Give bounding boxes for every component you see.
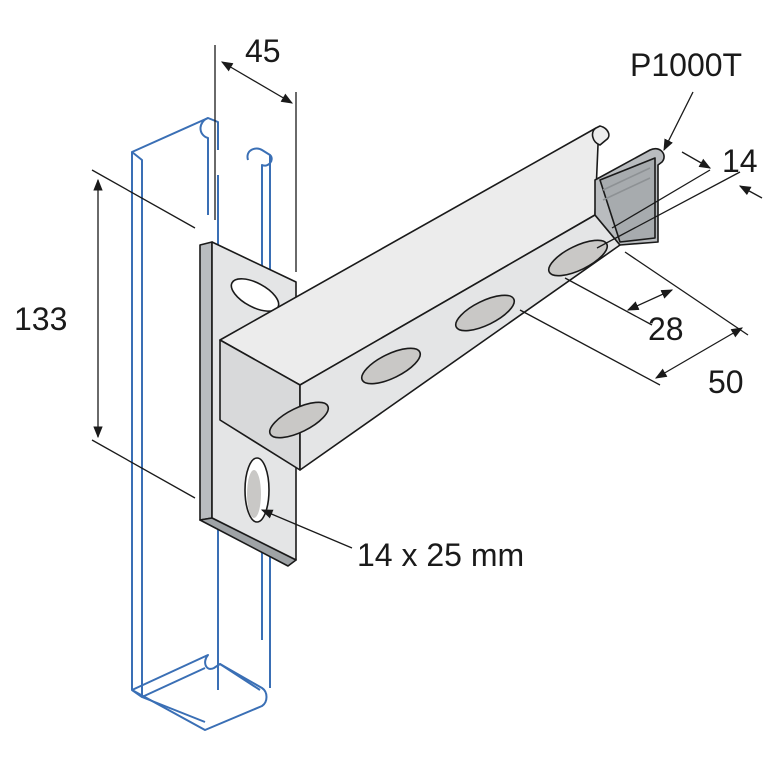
channel-back-outline bbox=[131, 151, 143, 698]
arm-slots bbox=[268, 239, 609, 439]
channel-bottom-profile bbox=[131, 654, 268, 731]
label-part-number: P1000T bbox=[630, 47, 742, 83]
arm-slot-1 bbox=[268, 401, 330, 439]
label-28: 28 bbox=[648, 311, 684, 347]
channel-bottom-inner bbox=[141, 663, 261, 723]
label-133: 133 bbox=[14, 301, 67, 337]
dim-14 bbox=[596, 151, 763, 249]
plate-bottom-edge bbox=[199, 517, 297, 567]
dim-45 bbox=[214, 45, 297, 272]
dim-50 bbox=[519, 251, 749, 386]
arm-end-lip bbox=[591, 125, 610, 146]
bracket-arm bbox=[219, 125, 665, 471]
channel-lip-left bbox=[199, 117, 209, 215]
label-14: 14 bbox=[722, 143, 758, 179]
plate-slot-lower-inner bbox=[247, 470, 261, 518]
label-slot-size: 14 x 25 mm bbox=[357, 537, 524, 573]
arm-end-slot-lines bbox=[602, 167, 651, 201]
leader-slot-size bbox=[260, 509, 353, 549]
arm-end-inner bbox=[599, 157, 656, 243]
arm-slot-2 bbox=[360, 347, 422, 385]
channel-top-edge bbox=[131, 117, 219, 153]
arm-slot-3 bbox=[454, 294, 516, 332]
dim-133 bbox=[91, 169, 196, 499]
label-45: 45 bbox=[245, 33, 281, 69]
plate-front bbox=[199, 241, 213, 521]
arm-slot-4 bbox=[547, 239, 609, 277]
label-50: 50 bbox=[708, 364, 744, 400]
leader-part-number bbox=[663, 91, 694, 152]
dim-28 bbox=[564, 277, 674, 326]
